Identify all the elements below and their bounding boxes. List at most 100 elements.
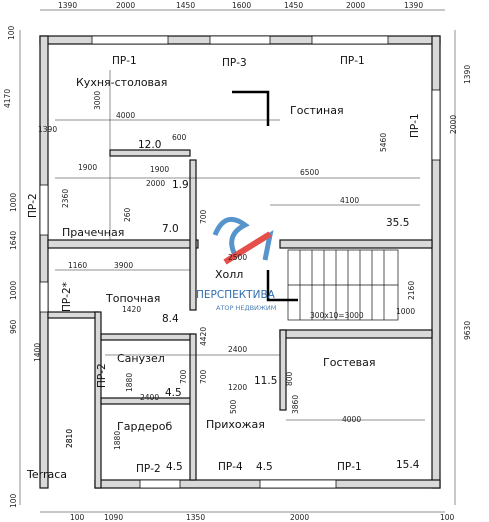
wall-entry [189, 333, 197, 481]
dim-right-4: 9630 [463, 321, 472, 340]
dim-inner-28: 1880 [113, 431, 122, 450]
dim-left-5: 2360 [61, 189, 70, 208]
wall-boiler-left [47, 311, 99, 319]
window-top-1 [91, 35, 169, 45]
dim-inner-17: 300x10=3000 [310, 311, 364, 320]
dim-inner-27: 4000 [342, 415, 361, 424]
dim-bottom-5: 100 [440, 513, 455, 522]
dim-inner-14: 2160 [407, 281, 416, 300]
dim-left-4: 1000 [9, 193, 18, 212]
wall-terrace [94, 311, 102, 489]
dim-inner-29: 2810 [65, 429, 74, 448]
dim-inner-22: 700 [199, 369, 208, 384]
window-label-left-2c: ПР-2 [96, 363, 108, 388]
dim-inner-21: 700 [179, 369, 188, 384]
dim-inner-13: 3900 [114, 261, 133, 270]
dim-left-8: 960 [9, 319, 18, 334]
dim-left-6: 1640 [9, 231, 18, 250]
watermark-logo [212, 216, 274, 265]
wall-core [189, 159, 197, 311]
window-left-2 [39, 184, 49, 236]
area-pr4: 4.5 [256, 461, 273, 473]
staircase [287, 249, 399, 321]
room-living: Гостиная [290, 104, 344, 117]
wall-left [39, 35, 49, 489]
dim-inner-24: 800 [285, 371, 294, 386]
window-bottom-2 [139, 479, 181, 489]
dim-top-1: 1390 [58, 1, 77, 10]
area-small: 1.9 [172, 179, 189, 191]
area-laundry: 7.0 [162, 223, 179, 235]
watermark-sub: АТОР НЕДВИЖИМ [216, 304, 276, 312]
room-terrace: Terraca [26, 468, 67, 481]
dim-inner-16: 1420 [122, 305, 141, 314]
dim-inner-15: 1000 [396, 307, 415, 316]
room-kitchen: Кухня-столовая [76, 76, 167, 89]
area-guest: 15.4 [396, 459, 420, 471]
dim-left-3: 1390 [38, 125, 57, 134]
dim-left-1: 100 [7, 25, 16, 40]
corner-mark-top [232, 90, 270, 126]
room-boiler: Топочная [105, 292, 160, 305]
window-label-left-2b: ПР-2* [61, 282, 73, 312]
dim-left-2: 4170 [3, 89, 12, 108]
dim-top-2: 2000 [116, 1, 135, 10]
dim-inner-10: 700 [199, 209, 208, 224]
room-entry: Прихожая [206, 418, 265, 431]
area-kitchen: 12.0 [138, 139, 161, 151]
dim-bottom-3: 1350 [186, 513, 205, 522]
area-entry: 11.5 [254, 375, 277, 387]
dim-inner-19: 2400 [228, 345, 247, 354]
dim-inner-4: 1900 [78, 163, 97, 172]
dim-top-6: 2000 [346, 1, 365, 10]
dim-inner-1: 3000 [93, 91, 102, 110]
room-bath: Санузел [117, 352, 165, 365]
window-label-bottom-1: ПР-1 [337, 461, 362, 473]
dim-top-5: 1450 [284, 1, 303, 10]
dim-inner-3: 600 [172, 133, 187, 142]
window-top-1b [311, 35, 389, 45]
dim-right-2: 2000 [449, 115, 458, 134]
window-label-top-1: ПР-1 [112, 55, 137, 67]
dim-top-7: 1390 [404, 1, 423, 10]
dim-inner-8: 4100 [340, 196, 359, 205]
dim-inner-26: 3860 [291, 395, 300, 414]
dim-top-4: 1600 [232, 1, 251, 10]
wall-laundry [47, 239, 199, 249]
wall-guest-left [279, 329, 287, 411]
watermark-brand: ПЕРСПЕКТИВА [196, 289, 276, 301]
dim-left-10: 2810 [65, 429, 74, 448]
window-right-1 [431, 89, 441, 161]
dim-inner-5: 1900 [150, 165, 169, 174]
dim-inner-9: 260 [123, 207, 132, 222]
dim-right-1: 1390 [463, 65, 472, 84]
dim-left-9: 1400 [33, 343, 42, 362]
dim-top-3: 1450 [176, 1, 195, 10]
dim-inner-30: 500 [229, 399, 238, 414]
room-laundry: Прачечная [62, 226, 124, 239]
window-label-bottom-2: ПР-2 [136, 463, 161, 475]
dim-left-7: 1000 [9, 281, 18, 300]
dim-right-3: 5460 [379, 133, 388, 152]
dim-inner-2: 4000 [116, 111, 135, 120]
dim-bottom-4: 2000 [290, 513, 309, 522]
dim-inner-12: 1160 [68, 261, 87, 270]
room-hall: Холл [215, 268, 243, 281]
window-label-left-2: ПР-2 [27, 193, 39, 218]
dim-bottom-1: 100 [70, 513, 85, 522]
area-living: 35.5 [386, 217, 409, 229]
dim-bottom-2: 1090 [104, 513, 123, 522]
dim-left-11: 100 [9, 493, 18, 508]
window-label-bottom-4: ПР-4 [218, 461, 243, 473]
wall-stair-top [279, 239, 433, 249]
window-top-3 [209, 35, 271, 45]
dim-inner-7: 6500 [300, 168, 319, 177]
window-bottom-1 [259, 479, 337, 489]
area-boiler: 8.4 [162, 313, 179, 325]
dim-inner-11: 2500 [228, 253, 247, 262]
room-wardrobe: Гардероб [117, 420, 173, 433]
area-bath: 4.5 [165, 387, 182, 399]
window-label-top-3: ПР-3 [222, 57, 247, 69]
